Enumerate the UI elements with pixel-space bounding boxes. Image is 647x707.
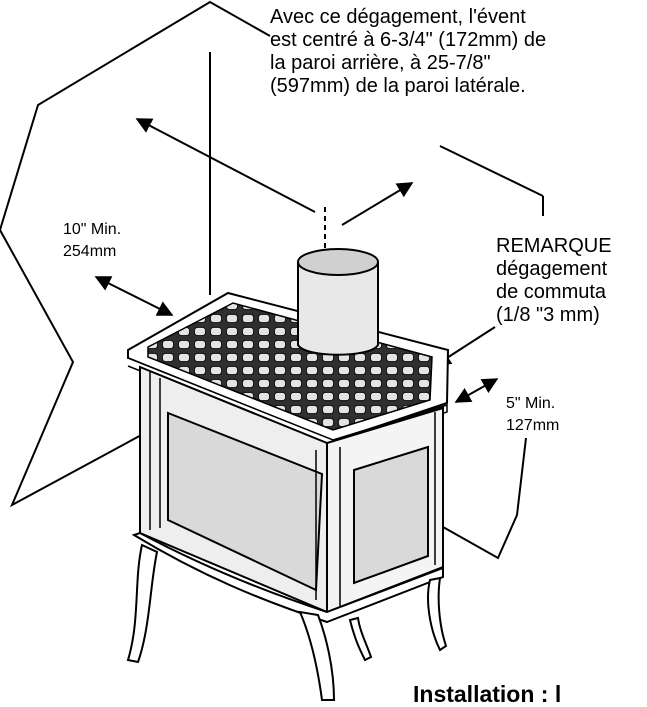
side-arrow: [341, 182, 414, 226]
right-clearance-label: 5" Min. 127mm: [506, 393, 559, 437]
vent-position-note: Avec ce dégagement, l'évent est centré à…: [270, 6, 546, 98]
remark-line: dégagement: [496, 258, 608, 280]
clearance-mm: 254mm: [63, 243, 117, 260]
note-line: est centré à 6-3/4" (172mm) de: [270, 29, 547, 51]
stove-legs: [126, 543, 448, 701]
clearance-inches: 10" Min.: [63, 221, 122, 238]
note-line: la paroi arrière, à 25-7/8": [270, 52, 491, 74]
note-line: Avec ce dégagement, l'évent: [270, 6, 526, 28]
left-clear-arrow: [94, 276, 174, 316]
wall-outline: [0, 0, 544, 560]
right-clear-arrow: [454, 378, 499, 403]
remark-line: REMARQUE: [496, 235, 612, 257]
stove-body: [131, 365, 444, 624]
remark-note: REMARQUE dégagement de commuta (1/8 "3 m…: [496, 235, 612, 327]
remark-line: de commuta: [496, 281, 607, 303]
remark-line: (1/8 "3 mm): [496, 304, 600, 326]
clearance-inches: 5" Min.: [506, 395, 556, 412]
back-arrow: [135, 118, 316, 213]
flue-pipe: [297, 248, 379, 356]
dimension-arrows: [94, 118, 499, 403]
side-glass: [353, 445, 429, 585]
note-line: (597mm) de la paroi latérale.: [270, 75, 526, 97]
clearance-mm: 127mm: [506, 417, 560, 434]
installation-caption: Installation : l: [413, 681, 562, 707]
left-clearance-label: 10" Min. 254mm: [63, 219, 121, 263]
